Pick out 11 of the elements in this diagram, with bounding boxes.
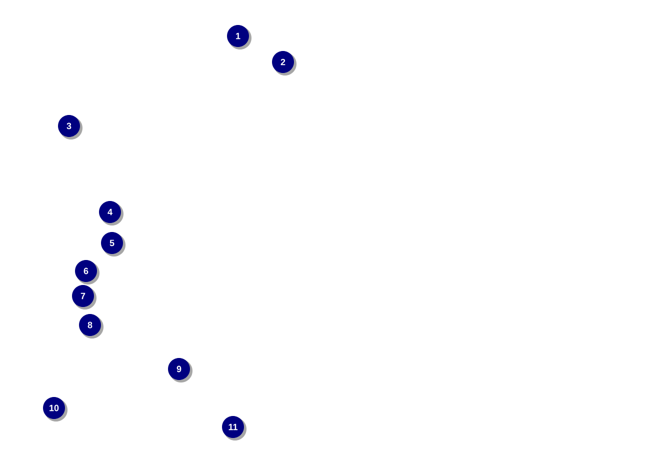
callout-number: 9 <box>168 358 192 382</box>
callout-number: 8 <box>79 314 104 338</box>
callout-number: 3 <box>58 115 82 140</box>
callout-number: 10 <box>43 397 68 422</box>
callout-number: 6 <box>75 260 100 284</box>
callout-number: 5 <box>101 232 126 256</box>
callout-number: 2 <box>272 51 296 76</box>
callout-number: 7 <box>72 285 96 310</box>
callout-number: 1 <box>227 25 252 50</box>
callout-number: 4 <box>99 201 124 226</box>
callout-number: 11 <box>222 416 246 440</box>
